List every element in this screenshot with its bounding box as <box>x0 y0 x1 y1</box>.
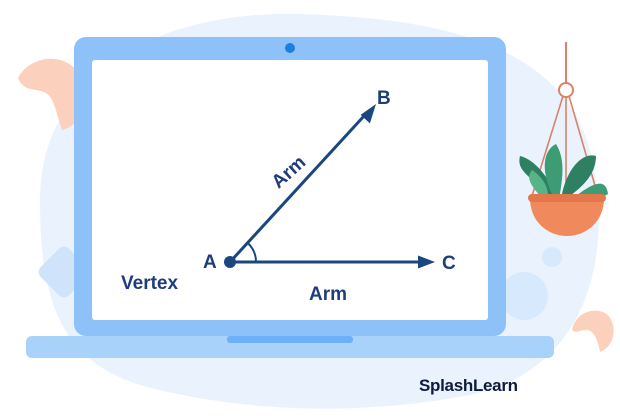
ray-ab <box>228 114 366 264</box>
plant-icon <box>519 42 608 236</box>
webcam-icon <box>285 43 295 53</box>
laptop-base <box>26 336 554 358</box>
angle-arc <box>246 242 257 263</box>
point-label-b: B <box>377 88 391 109</box>
vertex-label: Vertex <box>121 273 179 294</box>
arrowhead-c <box>418 255 435 269</box>
vertex-dot <box>224 256 236 268</box>
laptop-notch <box>227 336 353 343</box>
decor-peach-hook <box>18 58 86 130</box>
brand-logo: SplashLearn <box>419 376 518 395</box>
point-label-a: A <box>203 252 217 273</box>
decor-blue-circle-small <box>542 247 562 267</box>
angle-diagram <box>224 104 435 269</box>
laptop-icon <box>26 37 554 358</box>
arrowhead-b <box>360 104 376 124</box>
decor-peach-ring <box>572 310 614 352</box>
laptop-screen <box>92 60 488 320</box>
point-label-c: C <box>442 253 456 274</box>
arm-label-lower: Arm <box>309 284 348 305</box>
decor-blue-circle-large <box>500 272 548 320</box>
